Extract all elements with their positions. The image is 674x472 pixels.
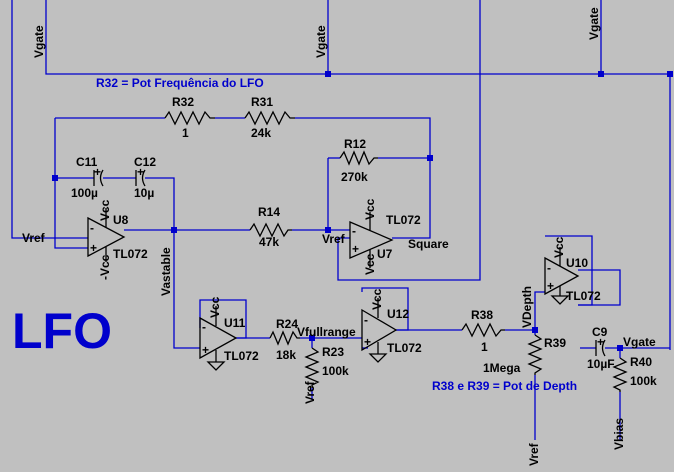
u7-plus: + [352,242,359,256]
u10-model: TL072 [566,289,601,303]
u8-plus: + [90,241,97,255]
c12-value: 10µ [134,186,154,200]
u8-vneg: -Vcc [98,254,112,280]
u11-vcc: Vcc [208,296,222,318]
resistor-r38 [461,322,505,338]
r31-ref: R31 [251,95,273,109]
r39-value: 1Mega [483,361,521,375]
u7-vcc: Vcc [363,198,377,220]
r12-value: 270k [341,170,368,184]
u7-model: TL072 [386,213,421,227]
net-label-vgate: Vgate [314,25,328,58]
capacitor-c11: + [93,165,104,187]
u8-minus: - [90,221,94,235]
resistor-r24 [269,330,300,346]
u10-ref: U10 [566,256,588,270]
resistor-r32 [164,110,215,126]
capacitor-c9: + [595,335,606,357]
u12-plus: + [364,335,371,349]
r24-ref: R24 [276,317,298,331]
r32-value: 1 [182,126,189,140]
u12-vcc: Vcc [370,288,384,310]
u8-model: TL072 [113,247,148,261]
r23-ref: R23 [322,345,344,359]
r32-ref: R32 [172,95,194,109]
net-label-vref: Vref [22,231,46,245]
net-label-vgate: Vgate [623,335,656,349]
c11-ref: C11 [76,155,98,169]
r23-value: 100k [322,364,349,378]
net-label-vfullrange: Vfullrange [297,325,356,339]
net-label-vref: Vref [322,232,346,246]
u11-plus: + [202,343,209,357]
u12-ref: U12 [387,307,409,321]
resistor-r12 [339,150,378,166]
opamp-u11: - + [199,306,238,371]
opamp-u10: - + [544,247,580,305]
c9-value: 10µF [587,357,615,371]
note-r32: R32 = Pot Frequência do LFO [96,76,264,90]
u12-minus: - [364,313,368,327]
net-label-vref: Vref [303,380,317,404]
junction-dots [52,71,673,351]
c12-ref: C12 [134,155,156,169]
svg-text:+: + [94,165,101,179]
net-label-vbias: Vbias [612,418,626,450]
r24-value: 18k [276,348,296,362]
resistor-r23 [304,347,320,388]
r31-value: 24k [251,126,271,140]
net-label-vgate: Vgate [587,7,601,40]
resistor-r39 [527,334,543,375]
u8-vcc: Vcc [98,199,112,221]
r38-ref: R38 [471,308,493,322]
r39-ref: R39 [544,336,566,350]
r38-value: 1 [481,340,488,354]
u11-ref: U11 [224,316,246,330]
c11-value: 100µ [71,186,98,200]
resistor-r14 [249,222,292,238]
net-label-vdepth: VDepth [520,286,534,328]
r12-ref: R12 [344,137,366,151]
opamp-u7: - + [349,212,394,268]
opamp-u12: - + [361,298,398,363]
c9-ref: C9 [592,325,608,339]
net-label-vastable: Vastable [159,247,173,296]
u8-ref: U8 [113,213,129,227]
u10-vcc: Vcc [552,236,566,258]
net-label-vgate: Vgate [32,25,46,58]
opamp-u8: - + [87,208,126,262]
net-label-square: Square [408,237,449,251]
capacitor-c12: + [135,165,146,187]
u7-minus: - [352,224,356,238]
u10-plus: + [547,279,554,293]
u7-vneg: Vcc [363,253,377,275]
r14-ref: R14 [258,205,280,219]
svg-text:+: + [137,165,144,179]
net-label-vref: Vref [527,442,541,466]
diagram-title: LFO [12,303,112,359]
wires [11,0,671,440]
svg-text:+: + [597,335,604,349]
u12-model: TL072 [387,341,422,355]
resistor-r31 [244,110,295,126]
u10-minus: - [547,261,551,275]
resistor-r40 [612,357,628,392]
u11-minus: - [202,320,206,334]
r40-ref: R40 [630,355,652,369]
r14-value: 47k [259,235,279,249]
u11-model: TL072 [224,349,259,363]
u7-ref: U7 [377,247,393,261]
note-depth: R38 e R39 = Pot de Depth [432,379,577,393]
r40-value: 100k [630,374,657,388]
